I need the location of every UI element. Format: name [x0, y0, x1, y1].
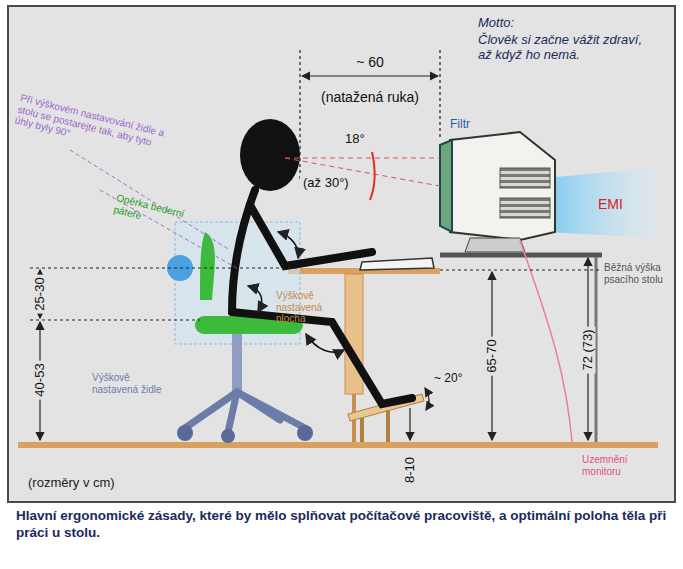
filter-label: Filtr: [450, 118, 470, 132]
dimension: 65-70: [485, 336, 500, 375]
note: Uzemnění monitoru: [582, 454, 662, 477]
caption: Hlavní ergonomické zásady, které by mělo…: [16, 508, 671, 542]
angle-label: ~ 20°: [434, 372, 463, 386]
emi-label: EMI: [598, 196, 623, 212]
units-note: (rozměry v cm): [28, 476, 115, 491]
ground-cable: [520, 240, 572, 442]
motto-heading: Motto:: [478, 16, 514, 31]
angle-label: (až 30°): [300, 176, 352, 191]
dimension-lines: [30, 50, 600, 440]
dimension: ~ 60: [353, 54, 387, 70]
dimension: 40-53: [33, 360, 48, 399]
desk-top: [440, 253, 602, 258]
dimension: 25-30: [33, 274, 48, 313]
keyboard-tray: [288, 258, 440, 442]
angle-label: 18°: [345, 132, 365, 147]
panel: [8, 6, 675, 502]
dimension: 8-10: [403, 457, 418, 483]
part-label: Výškově nastavená židle: [92, 372, 164, 395]
angle-arc: [370, 152, 375, 200]
monitor: [440, 132, 555, 252]
note: Běžná výška psacího stolu: [604, 262, 668, 285]
part-label: Výškově nastavená plocha: [276, 290, 342, 325]
person: [232, 119, 412, 404]
angle-arcs: [248, 232, 344, 352]
dimension-note: (natažená ruka): [321, 89, 419, 105]
dimension: 72 (73): [581, 326, 596, 373]
motto-text: Člověk si začne vážit zdraví, až když ho…: [478, 33, 653, 63]
note-leaders: [70, 150, 240, 270]
emi-field: [545, 168, 660, 238]
floor: [18, 442, 658, 448]
